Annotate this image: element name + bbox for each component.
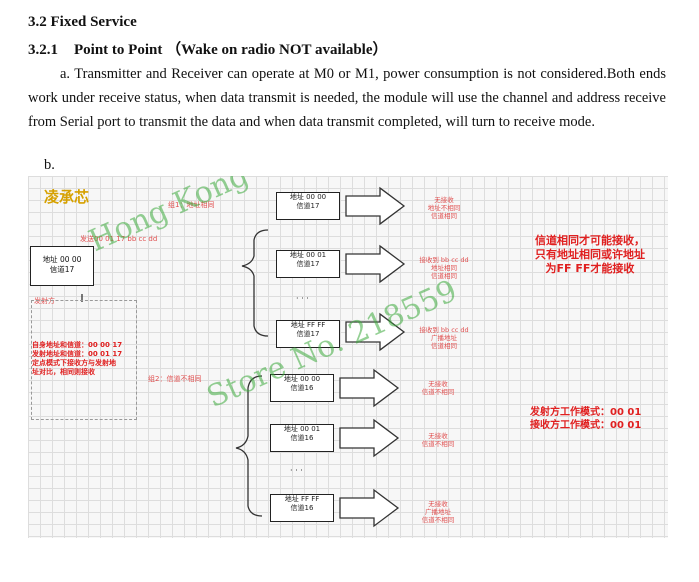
paragraph-a: a. Transmitter and Receiver can operate … <box>28 62 666 134</box>
paragraph-b-marker: b. <box>44 157 55 173</box>
brace-group2 <box>235 375 263 517</box>
transmitter-channel: 信道17 <box>49 265 75 274</box>
result-text: 无接收广播地址信道不相同 <box>421 500 455 524</box>
arrow-6 <box>339 488 400 528</box>
mode-note: 发射方工作模式：00 01 接收方工作模式：00 01 <box>530 406 662 432</box>
rule-note: 信道相同才可能接收，只有地址相同或许地址为FF FF才能接收 <box>535 234 645 275</box>
subsection-number: 3.2.1 <box>28 42 58 58</box>
ellipsis: · · · <box>296 294 309 303</box>
brace-group1 <box>241 229 269 337</box>
paragraph-a-marker: a. <box>60 66 71 82</box>
paragraph-a-text: Transmitter and Receiver can operate at … <box>28 66 666 130</box>
note-line: 自身地址和信道：00 00 17 <box>32 341 123 349</box>
transmitter-notes: 自身地址和信道：00 00 17 发射地址和信道：00 01 17 定点模式下接… <box>32 341 138 377</box>
result-text: 无接收信道不相同 <box>421 432 455 448</box>
group2-label: 组2：信道不相同 <box>148 375 202 383</box>
receiver-mode: 接收方工作模式：00 01 <box>530 420 642 431</box>
diagram-lines <box>81 186 406 528</box>
point-to-point-diagram: 凌承芯 组1：地址相同 组2：信道不相同 发送00 01 17 bb cc dd… <box>28 176 668 538</box>
result-text: 无接收信道不相同 <box>421 380 455 396</box>
transmitter-label: 发射方 <box>34 297 55 305</box>
transmitter-notes-frame <box>31 300 137 420</box>
transmitter-mode: 发射方工作模式：00 01 <box>530 407 642 418</box>
arrow-5 <box>339 418 400 458</box>
group1-label: 组1：地址相同 <box>168 201 215 209</box>
arrow-1 <box>345 186 406 226</box>
brand-logo: 凌承芯 <box>44 188 90 206</box>
transmitter-address: 地址 00 00 <box>42 255 82 264</box>
subsection-title: Point to Point （Wake on radio NOT availa… <box>74 42 388 58</box>
arrow-4 <box>339 368 400 408</box>
result-text: 无接收地址不相同信道相同 <box>427 196 461 220</box>
note-line: 定点模式下接收方与发射地 <box>32 359 116 367</box>
note-line: 址对比，相同则接收 <box>32 368 95 376</box>
send-label: 发送00 01 17 bb cc dd <box>80 235 158 243</box>
arrow-2 <box>345 244 406 284</box>
arrow-3 <box>345 312 406 352</box>
note-line: 发射地址和信道：00 01 17 <box>32 350 123 358</box>
subsection-heading: 3.2.1 Point to Point （Wake on radio NOT a… <box>28 38 388 59</box>
ellipsis: · · · <box>290 466 303 475</box>
section-heading: 3.2 Fixed Service <box>28 14 137 30</box>
transmitter-box: 地址 00 00 信道17 <box>30 246 94 286</box>
